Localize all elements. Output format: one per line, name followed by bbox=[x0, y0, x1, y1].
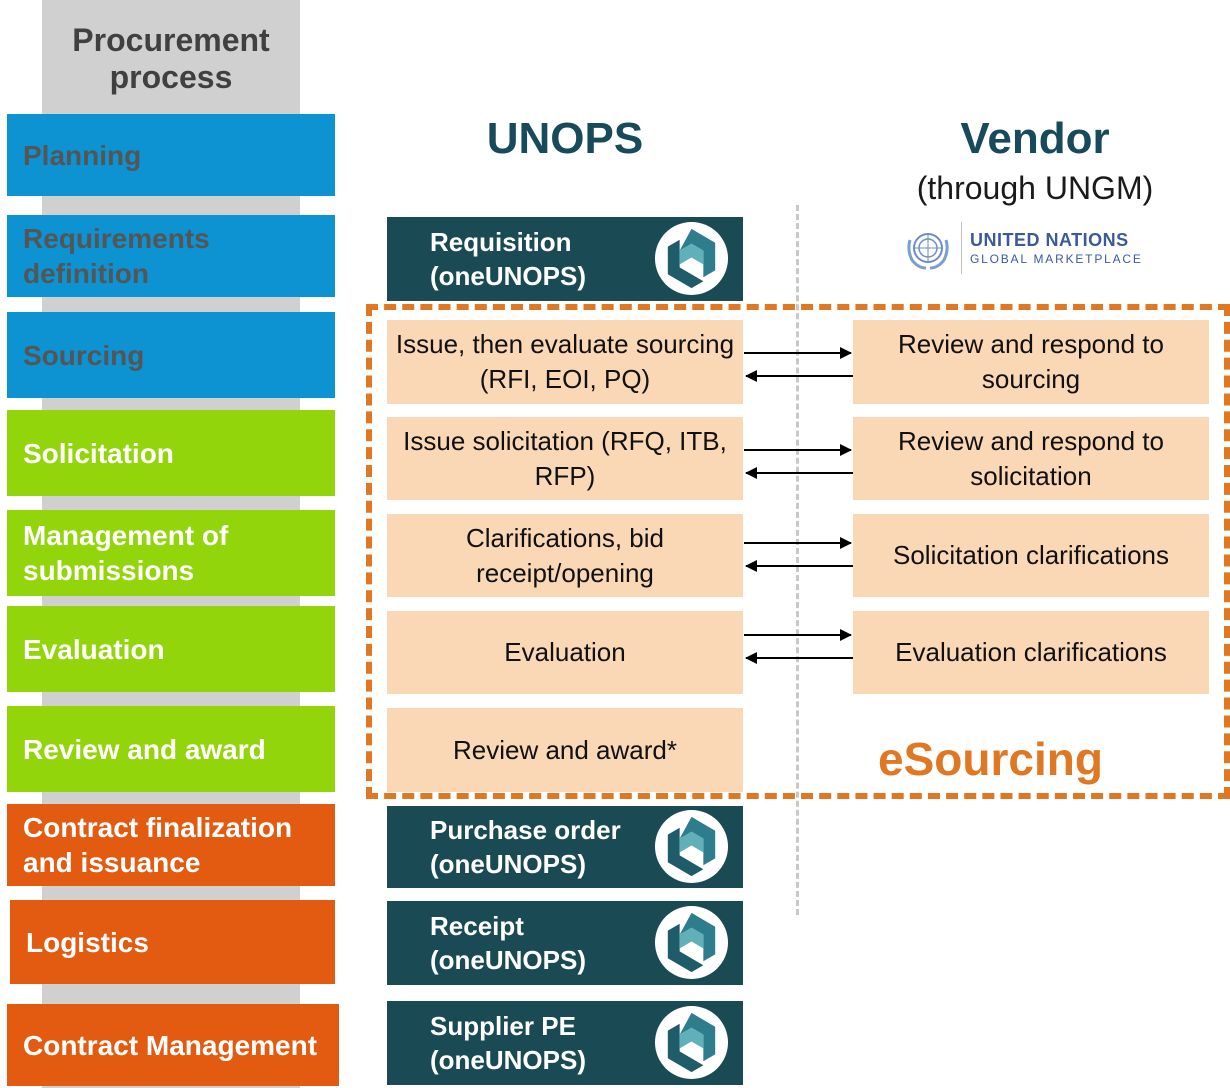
stage-contract-finalization: Contract finalization and issuance bbox=[7, 804, 335, 886]
stage-management-of-submissions: Management of submissions bbox=[7, 510, 335, 596]
un-emblem-icon bbox=[904, 224, 952, 272]
supplier-pe-box: Supplier PE (oneUNOPS) bbox=[387, 1001, 743, 1085]
vendor-subheading: (through UNGM) bbox=[916, 170, 1154, 206]
procurement-process-title: Procurement process bbox=[72, 22, 270, 95]
vendor-heading: Vendor bbox=[960, 114, 1110, 163]
esourcing-frame bbox=[366, 304, 1230, 799]
stage-review-and-award: Review and award bbox=[7, 706, 335, 792]
stage-solicitation: Solicitation bbox=[7, 410, 335, 496]
ungm-logo-line2: GLOBAL MARKETPLACE bbox=[970, 252, 1143, 266]
evaluation-clarifications-box: Evaluation clarifications bbox=[853, 611, 1209, 694]
review-award-box: Review and award* bbox=[387, 708, 743, 792]
requisition-label: Requisition (oneUNOPS) bbox=[430, 226, 586, 291]
stage-sourcing: Sourcing bbox=[7, 312, 335, 398]
arrow-pair-sourcing bbox=[744, 347, 853, 382]
unops-heading: UNOPS bbox=[486, 114, 644, 163]
issue-sourcing-box: Issue, then evaluate sourcing (RFI, EOI,… bbox=[387, 320, 743, 404]
purchase-order-box: Purchase order (oneUNOPS) bbox=[387, 806, 743, 888]
esourcing-label: eSourcing bbox=[878, 733, 1103, 785]
oneunops-logo-icon bbox=[654, 1005, 729, 1080]
arrow-pair-solicitation bbox=[744, 444, 853, 479]
ungm-logo-separator bbox=[961, 222, 962, 274]
stage-contract-management: Contract Management bbox=[7, 1004, 339, 1086]
solicitation-clarifications-box: Solicitation clarifications bbox=[853, 514, 1209, 597]
stage-requirements-definition: Requirements definition bbox=[7, 215, 335, 297]
stage-evaluation: Evaluation bbox=[7, 606, 335, 692]
oneunops-logo-icon bbox=[654, 905, 729, 980]
supplier-pe-label: Supplier PE (oneUNOPS) bbox=[430, 1010, 586, 1075]
stage-logistics: Logistics bbox=[10, 900, 335, 984]
evaluation-box: Evaluation bbox=[387, 611, 743, 694]
oneunops-logo-icon bbox=[654, 221, 729, 296]
respond-sourcing-box: Review and respond to sourcing bbox=[853, 320, 1209, 404]
requisition-box: Requisition (oneUNOPS) bbox=[387, 217, 743, 301]
ungm-logo-line1: UNITED NATIONS bbox=[970, 230, 1129, 250]
purchase-order-label: Purchase order (oneUNOPS) bbox=[430, 814, 621, 879]
arrow-pair-evaluation bbox=[744, 629, 853, 664]
respond-solicitation-box: Review and respond to solicitation bbox=[853, 417, 1209, 500]
clarifications-box: Clarifications, bid receipt/opening bbox=[387, 514, 743, 597]
oneunops-logo-icon bbox=[654, 809, 729, 884]
arrow-pair-clarifications bbox=[744, 537, 853, 572]
issue-solicitation-box: Issue solicitation (RFQ, ITB, RFP) bbox=[387, 417, 743, 500]
receipt-box: Receipt (oneUNOPS) bbox=[387, 901, 743, 985]
receipt-label: Receipt (oneUNOPS) bbox=[430, 910, 586, 975]
column-divider bbox=[796, 205, 799, 915]
stage-planning: Planning bbox=[7, 114, 335, 196]
